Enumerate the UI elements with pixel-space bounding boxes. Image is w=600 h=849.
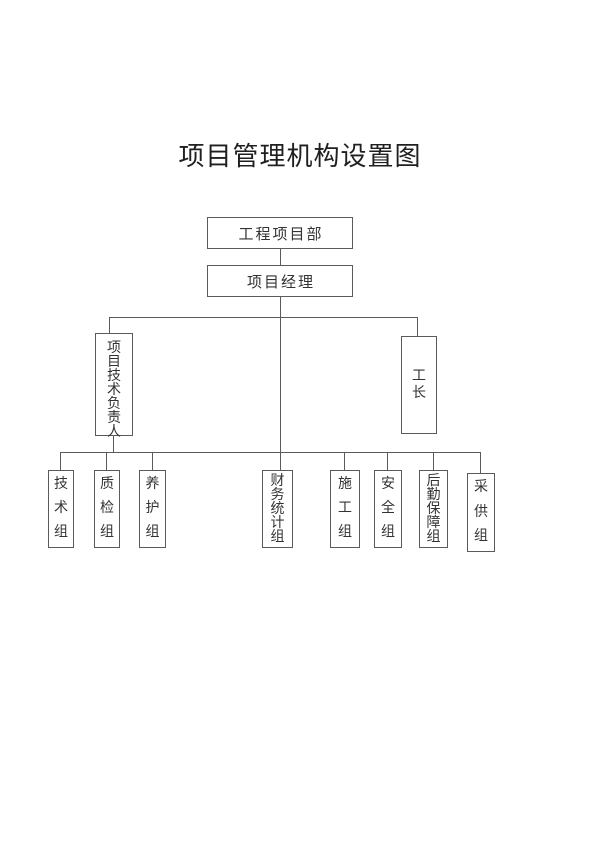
node-label-char: 财 <box>270 474 285 489</box>
node-label-char: 组 <box>145 525 160 540</box>
node-label-char: 组 <box>381 525 395 540</box>
node-label-char: 护 <box>145 501 160 516</box>
node-label-char: 供 <box>474 504 488 520</box>
node-label-char: 技 <box>54 477 68 492</box>
connector-drop-group-3 <box>152 452 153 470</box>
node-project-tech-lead: 项目技术负责人 <box>95 333 133 440</box>
connector-drop-group-2 <box>106 452 107 470</box>
node-label-char: 务 <box>270 488 285 503</box>
node-label-char: 全 <box>381 501 395 516</box>
node-label-char: 技 <box>107 369 121 384</box>
connector-drop-tech-lead <box>109 317 110 333</box>
node-label-char: 安 <box>381 477 395 492</box>
connector-drop-group-1 <box>60 452 61 470</box>
node-label-char: 质 <box>100 477 114 492</box>
node-label-char: 组 <box>100 525 114 540</box>
node-label-char: 组 <box>270 530 285 545</box>
node-group-maintenance: 养护组 <box>139 470 166 548</box>
node-label-char: 人 <box>107 425 121 440</box>
node-label-char: 组 <box>338 525 352 540</box>
node-foreman: 工长 <box>401 336 437 434</box>
node-label-char: 养 <box>145 477 160 492</box>
connector-root-to-manager <box>280 249 281 265</box>
diagram-title: 项目管理机构设置图 <box>178 142 422 171</box>
node-label-char: 组 <box>54 525 68 540</box>
node-label-char: 工 <box>412 368 426 384</box>
node-label-char: 组 <box>426 530 441 545</box>
connector-drop-group-6 <box>387 452 388 470</box>
node-group-technical: 技术组 <box>48 470 74 548</box>
connector-manager-center-drop <box>280 297 281 470</box>
node-label-char: 后 <box>426 474 441 489</box>
node-group-procurement: 采供组 <box>467 473 495 552</box>
node-label-char: 计 <box>270 516 285 531</box>
node-label-char: 采 <box>474 480 488 495</box>
node-label-char: 负 <box>107 397 121 412</box>
node-label-char: 施 <box>338 477 352 492</box>
node-label-char: 术 <box>54 501 68 516</box>
node-group-safety: 安全组 <box>374 470 402 548</box>
node-engineering-project-dept: 工程项目部 <box>207 217 353 249</box>
connector-drop-group-7 <box>433 452 434 470</box>
node-label-char: 保 <box>426 502 441 517</box>
node-group-logistics-support: 后勤保障组 <box>419 470 448 548</box>
node-group-quality: 质检组 <box>94 470 120 548</box>
node-label-char: 项 <box>107 341 121 356</box>
node-group-construction: 施工组 <box>330 470 360 548</box>
node-label-char: 检 <box>100 501 114 516</box>
connector-tech-lead-down <box>113 436 114 452</box>
node-label-char: 组 <box>474 529 488 544</box>
node-label-char: 术 <box>107 383 121 398</box>
node-label-char: 障 <box>426 516 441 531</box>
connector-drop-foreman <box>417 317 418 336</box>
node-label-char: 工 <box>338 501 352 516</box>
node-label-char: 目 <box>107 355 121 370</box>
node-project-manager: 项目经理 <box>207 265 353 297</box>
node-group-finance-statistics: 财务统计组 <box>262 470 293 548</box>
node-label-char: 统 <box>270 502 285 517</box>
connector-branch-upper <box>109 317 418 318</box>
node-label-char: 勤 <box>426 488 441 503</box>
connector-drop-group-8 <box>480 452 481 473</box>
connector-branch-lower <box>61 452 481 453</box>
node-label-char: 长 <box>412 385 426 401</box>
node-label-char: 责 <box>107 411 121 426</box>
connector-drop-group-5 <box>344 452 345 470</box>
